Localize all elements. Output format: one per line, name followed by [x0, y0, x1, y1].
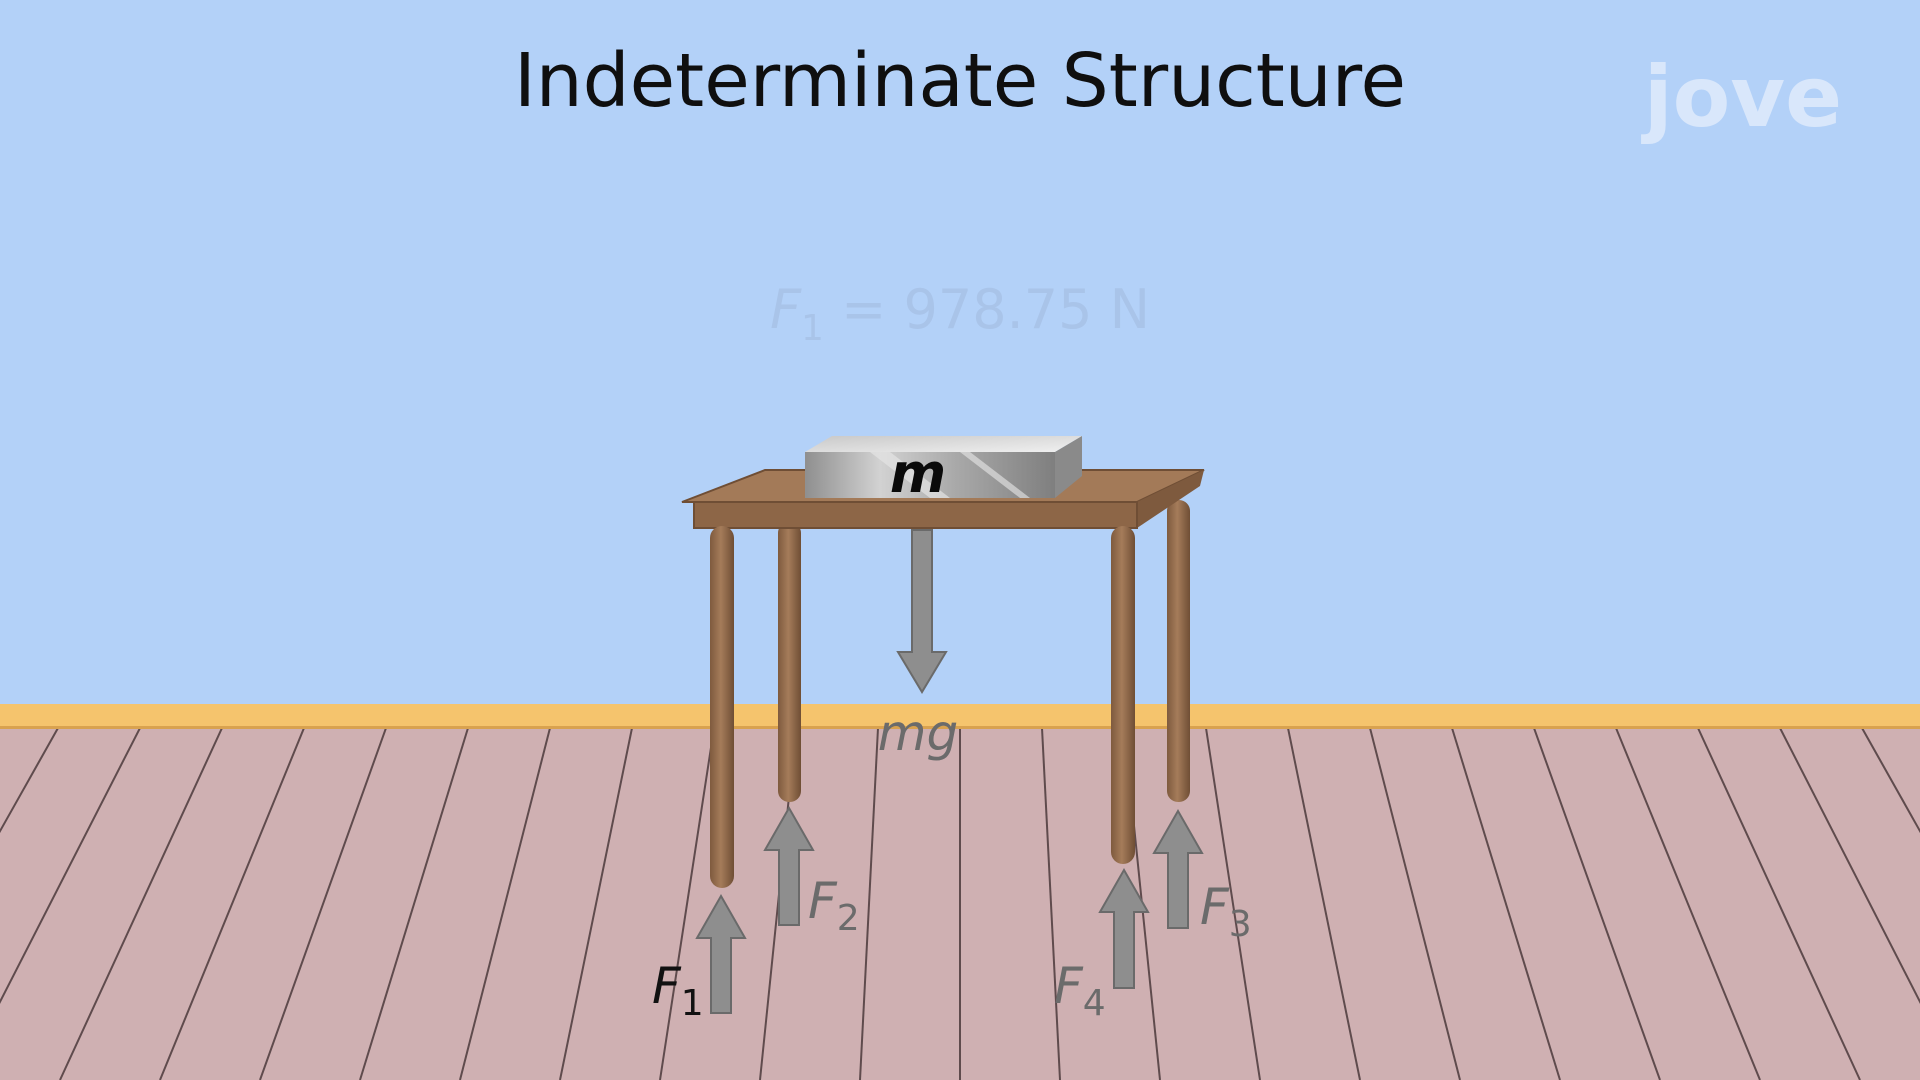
floor-plank-line [1533, 728, 1661, 1080]
force-label-f1-symbol: F [652, 957, 682, 1015]
force-label-f1-subscript: 1 [681, 983, 704, 1024]
force-label-f2-symbol: F [808, 872, 838, 930]
baseboard [0, 704, 1920, 728]
force-arrow-f4 [1098, 867, 1150, 989]
equation-value: = 978.75 N [824, 278, 1150, 341]
table-leg-back-right [1167, 500, 1190, 802]
floor-plank-line [559, 728, 633, 1080]
mass-label: m [890, 442, 946, 505]
force-label-f4-symbol: F [1054, 957, 1084, 1015]
mass-block-top [805, 436, 1082, 452]
force-label-f3-subscript: 3 [1229, 904, 1252, 945]
floor-plank-line [359, 728, 469, 1080]
table-top-front [693, 501, 1138, 529]
wall-background [0, 0, 1920, 706]
mass-block-shine-2 [960, 452, 1030, 498]
floor-plank-line [659, 728, 715, 1080]
equation-f1: F1 = 978.75 N [770, 278, 1150, 349]
equation-subscript: 1 [801, 308, 824, 349]
floor-plank-line [259, 728, 387, 1080]
floor-plank-line [1615, 728, 1761, 1080]
force-label-f2-subscript: 2 [837, 898, 860, 939]
weight-label: mg [878, 704, 958, 762]
page-title: Indeterminate Structure [514, 38, 1406, 124]
equation-symbol: F [770, 278, 802, 341]
floor-plank-line [0, 728, 141, 1004]
mass-block-shine [870, 452, 950, 498]
floor-plank-line [459, 728, 551, 1080]
force-arrow-f2 [763, 805, 815, 926]
floor-planks [0, 728, 1920, 1080]
force-arrow-f3 [1152, 808, 1204, 929]
floor-plank-line [1287, 728, 1361, 1080]
floor-plank-line [0, 728, 59, 834]
table-leg-front-right [1111, 526, 1135, 864]
weight-arrow [896, 529, 948, 694]
table-leg-back-left [778, 522, 801, 802]
force-label-f3-symbol: F [1200, 878, 1230, 936]
force-label-f4: F4 [1054, 957, 1106, 1024]
force-label-f4-subscript: 4 [1083, 983, 1106, 1024]
jove-logo: jove [1641, 48, 1842, 146]
floor-plank-line [859, 728, 879, 1080]
floor-plank-line [1205, 728, 1261, 1080]
floor-plank-line [1041, 728, 1061, 1080]
mass-block-side [1055, 436, 1082, 498]
table-leg-front-left [710, 526, 734, 888]
floor-plank-line [59, 728, 223, 1080]
floor-plank-line [159, 728, 305, 1080]
baseboard-shadow [0, 726, 1920, 729]
floor-plank-line [1697, 728, 1861, 1080]
floor-plank-line [1779, 728, 1920, 1004]
floor-plank-line [1861, 728, 1920, 834]
table-top-side [1137, 470, 1204, 528]
force-label-f2: F2 [808, 872, 860, 939]
floor-plank-line [1369, 728, 1461, 1080]
force-arrow-f1 [695, 893, 747, 1014]
force-label-f3: F3 [1200, 878, 1252, 945]
force-label-f1: F1 [652, 957, 704, 1024]
floor-plank-line [1451, 728, 1561, 1080]
